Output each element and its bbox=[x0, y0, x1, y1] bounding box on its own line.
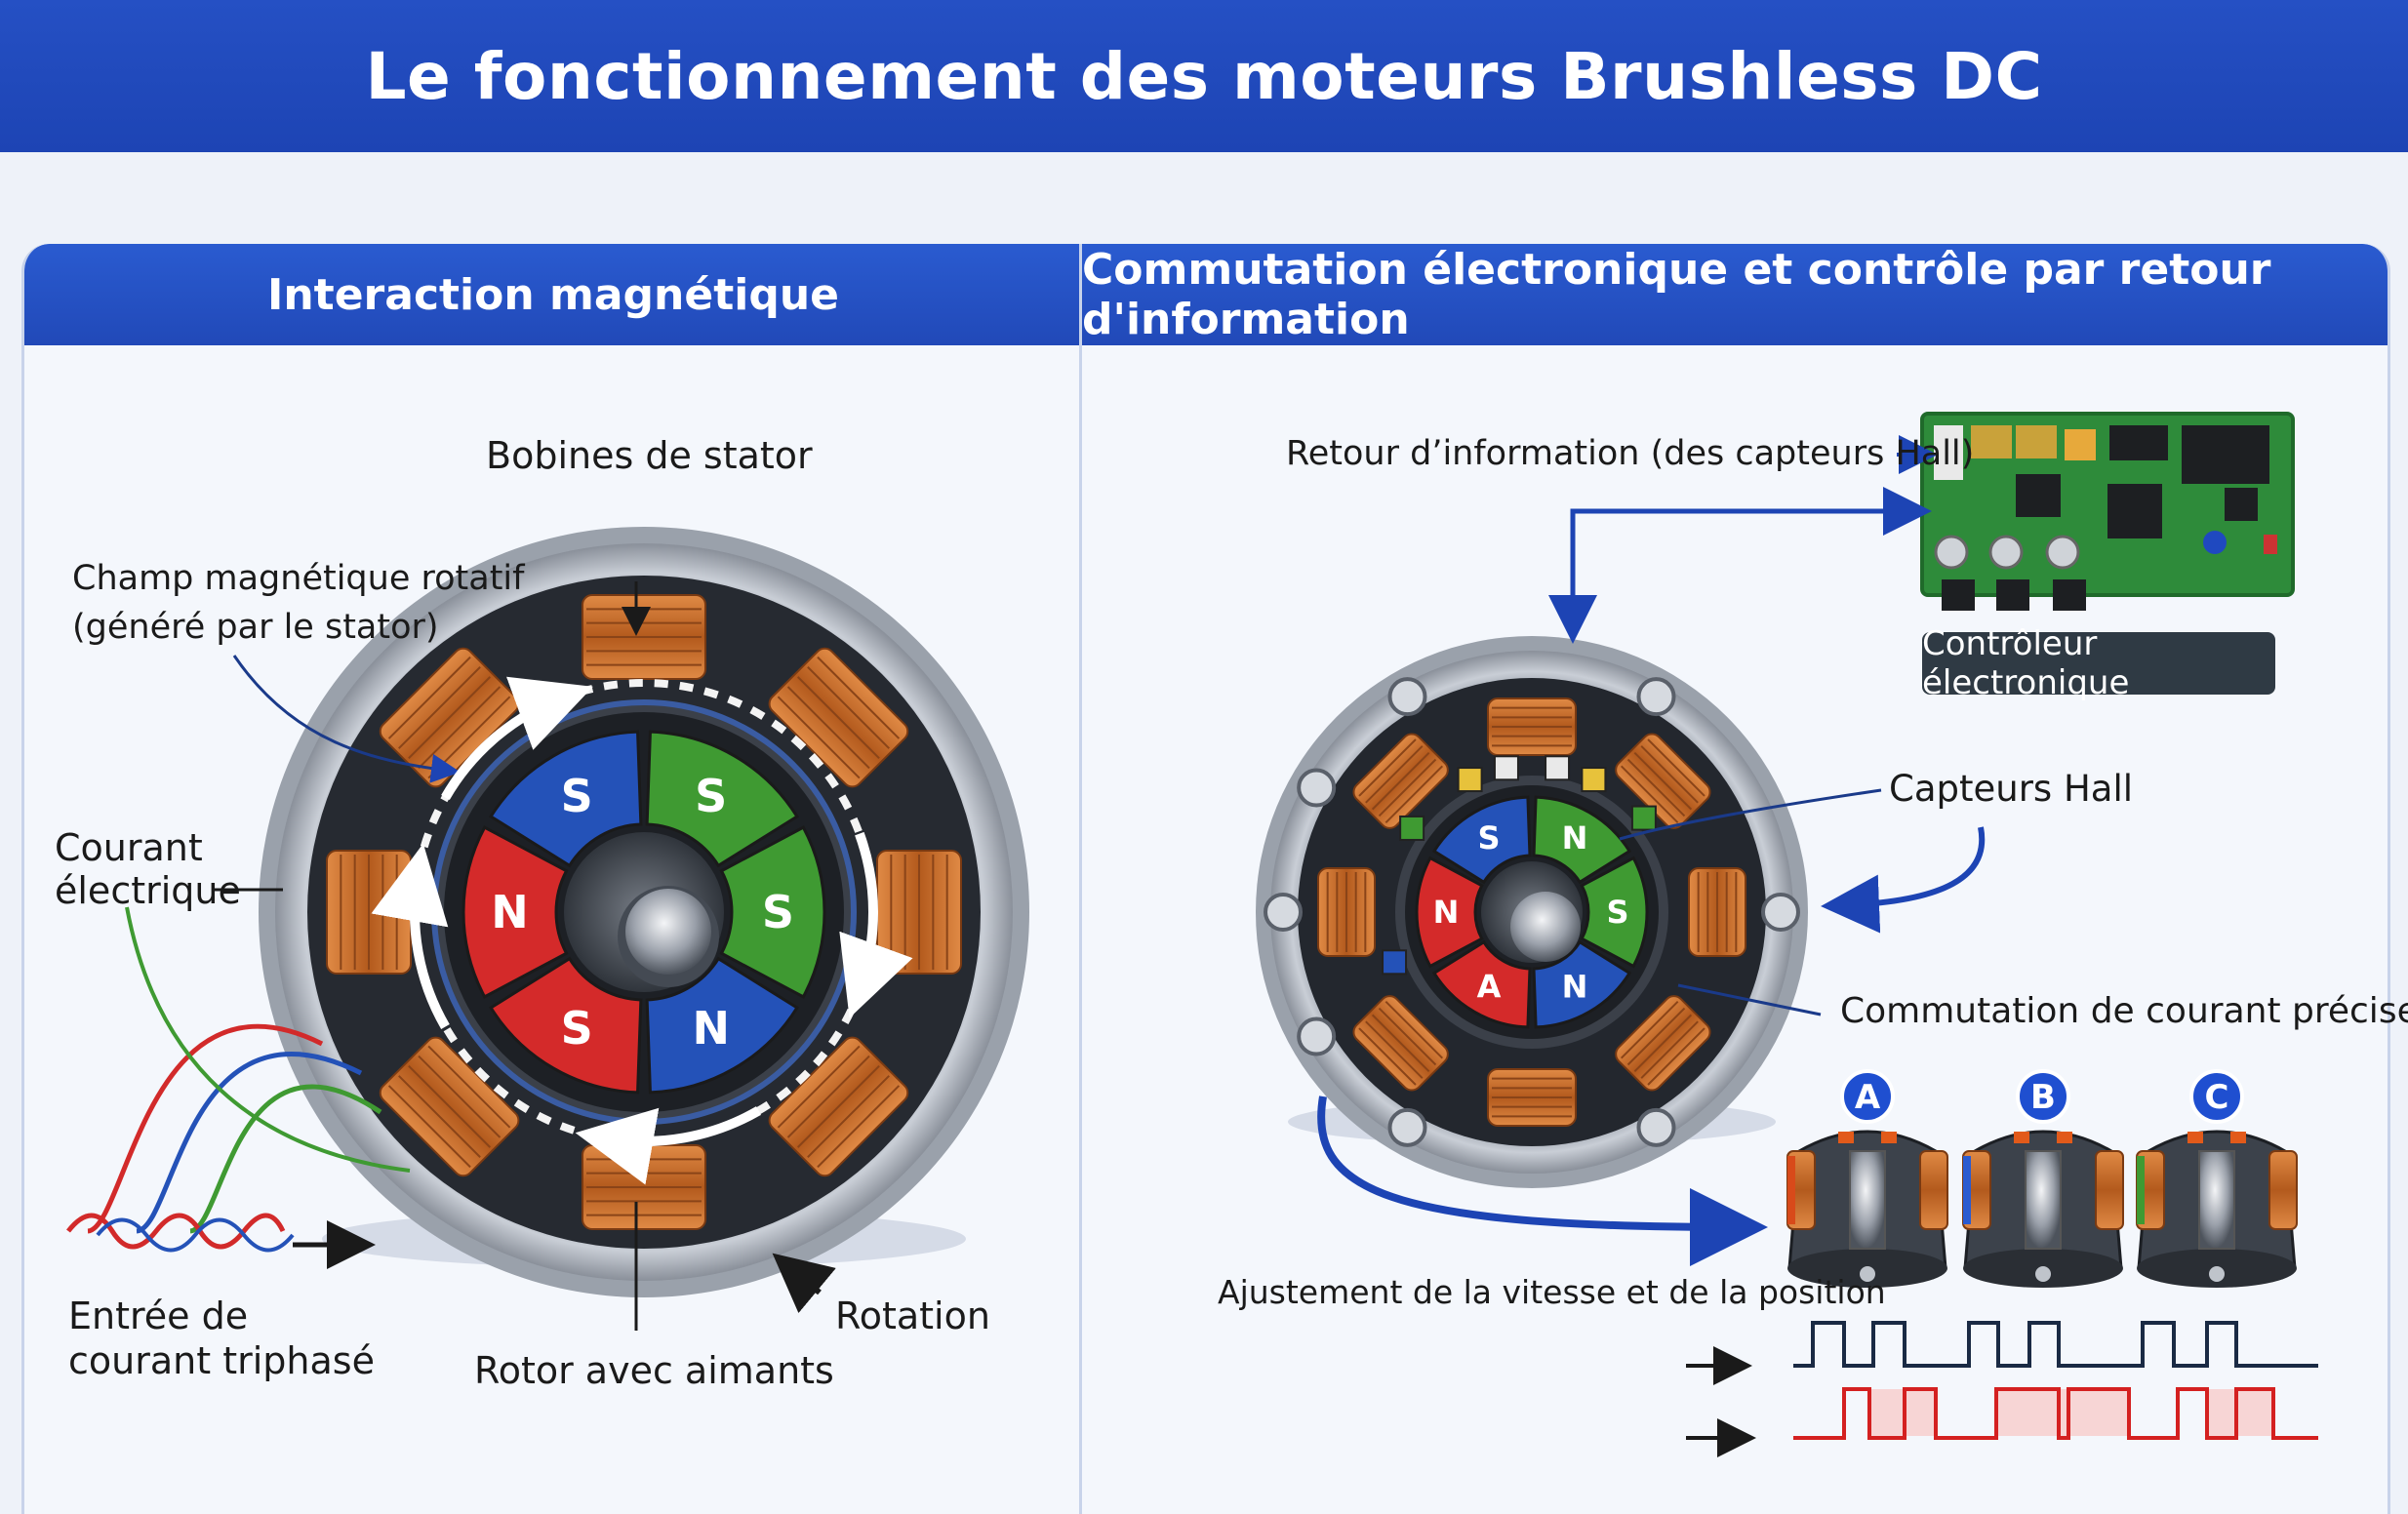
label-rotor: Rotor avec aimants bbox=[474, 1349, 834, 1392]
rotor-magnet-pole: N bbox=[1415, 856, 1484, 969]
rotor-magnet-pole: S bbox=[1580, 856, 1649, 969]
panel-heading-right: Commutation électronique et contrôle par… bbox=[1082, 244, 2388, 345]
hall-sensor-chip bbox=[1382, 949, 1408, 976]
stator-coil bbox=[1317, 867, 1376, 957]
rotor-magnet-pole: S bbox=[719, 825, 826, 999]
page-title: Le fonctionnement des moteurs Brushless … bbox=[365, 38, 2043, 114]
pole-letter: N bbox=[491, 886, 529, 938]
label-rotation: Rotation bbox=[835, 1295, 990, 1337]
stator-coil bbox=[1487, 1068, 1577, 1127]
stator-coil bbox=[1487, 697, 1577, 756]
bolt-icon bbox=[1264, 893, 1303, 932]
stator-coil bbox=[1688, 867, 1746, 957]
phase-unit-a: A bbox=[1786, 1069, 1948, 1288]
pcb-controller bbox=[1920, 412, 2295, 611]
pole-letter: S bbox=[1477, 819, 1500, 857]
bolt-icon bbox=[1297, 1016, 1337, 1056]
stator-coil bbox=[1352, 995, 1449, 1092]
rotor-magnet-pole: S bbox=[645, 730, 799, 868]
phase-badge bbox=[1840, 1069, 1895, 1124]
pole-letter: N bbox=[693, 1002, 731, 1055]
phase-unit-b: B bbox=[1962, 1069, 2124, 1288]
label-hall-sensors: Capteurs Hall bbox=[1889, 768, 2134, 810]
stator-coil bbox=[582, 1144, 706, 1230]
label-rotating-field: Champ magnétique rotatif bbox=[72, 559, 525, 598]
title-banner: Le fonctionnement des moteurs Brushless … bbox=[0, 0, 2408, 152]
signal-waves bbox=[1686, 1321, 2318, 1457]
panel-heading-left: Interaction magnétique bbox=[24, 244, 1082, 345]
pole-letter: S bbox=[561, 1002, 593, 1055]
hall-sensor-chip bbox=[1630, 805, 1657, 831]
pole-letter: N bbox=[1562, 968, 1588, 1005]
label-adjustment: Ajustement de la vitesse et de la positi… bbox=[1218, 1273, 1886, 1311]
hall-sensor-chip bbox=[1399, 815, 1425, 841]
stator-coil bbox=[1615, 995, 1711, 1092]
bolt-icon bbox=[1297, 768, 1337, 808]
stator-coil bbox=[1352, 733, 1449, 829]
feedback-loop-arrow bbox=[1548, 508, 1912, 644]
commutation-pointer bbox=[1677, 983, 1822, 1016]
stator-coil bbox=[379, 1036, 520, 1177]
pole-letter: A bbox=[1477, 968, 1502, 1005]
bolt-icon bbox=[1387, 1107, 1427, 1147]
stator-coil bbox=[582, 594, 706, 680]
bolt-icon bbox=[1636, 677, 1676, 717]
hall-sensor-chip bbox=[1493, 755, 1519, 781]
bolt-icon bbox=[1387, 677, 1427, 717]
pole-letter: S bbox=[695, 770, 727, 822]
rotation-arrow bbox=[772, 1253, 836, 1314]
phase-letter: C bbox=[2205, 1078, 2229, 1117]
rotor-magnet-pole: N bbox=[1532, 795, 1632, 885]
hall-pointer bbox=[1619, 788, 1882, 841]
label-current-2: électrique bbox=[55, 869, 241, 912]
phase-unit-c: C bbox=[2136, 1069, 2298, 1288]
field-rotation-arrows bbox=[371, 676, 913, 1185]
label-current: Courant bbox=[55, 826, 203, 869]
rotor-magnet-pole: A bbox=[1431, 939, 1532, 1029]
label-commutation: Commutation de courant précise bbox=[1840, 991, 2408, 1031]
rotor-magnet-pole: N bbox=[645, 956, 799, 1095]
phase-badge bbox=[2016, 1069, 2070, 1124]
phase-letter: A bbox=[1855, 1078, 1881, 1117]
bolt-icon bbox=[1761, 893, 1800, 932]
rotor-magnet-pole: S bbox=[489, 730, 643, 868]
bolt-icon bbox=[1636, 1107, 1676, 1147]
stator-coil bbox=[1615, 733, 1711, 829]
phase-letter: B bbox=[2030, 1078, 2056, 1117]
label-feedback: Retour d’information (des capteurs Hall) bbox=[1286, 434, 1975, 473]
pole-letter: N bbox=[1433, 894, 1460, 931]
hall-curve-arrow bbox=[1821, 826, 1986, 934]
rotor-magnet-pole: N bbox=[1532, 939, 1632, 1029]
left-motor: S N S S S N bbox=[259, 527, 1029, 1297]
label-three-phase-input: Entrée de bbox=[68, 1295, 249, 1337]
stator-coil bbox=[876, 850, 962, 975]
adjustment-arrow bbox=[1317, 1096, 1768, 1266]
hall-sensor-chip bbox=[1457, 767, 1483, 793]
label-rotating-field-sub: (généré par le stator) bbox=[72, 608, 439, 647]
stator-coil bbox=[768, 647, 909, 788]
label-three-phase-input-2: courant triphasé bbox=[68, 1339, 375, 1382]
rotor-magnet-pole: S bbox=[489, 956, 643, 1095]
label-stator-coils: Bobines de stator bbox=[486, 434, 813, 477]
hall-sensor-chip bbox=[1581, 767, 1607, 793]
stator-coil bbox=[326, 850, 412, 975]
pole-letter: S bbox=[762, 886, 794, 938]
phase-badge bbox=[2189, 1069, 2244, 1124]
hall-sensor-chip bbox=[1545, 755, 1571, 781]
pole-letter: S bbox=[1606, 894, 1628, 931]
pole-letter: S bbox=[561, 770, 593, 822]
rotor-magnet-pole: S bbox=[1431, 795, 1532, 885]
rotor-magnet-pole: N bbox=[462, 825, 569, 999]
field-pointer bbox=[232, 655, 461, 783]
three-phase-wires bbox=[66, 906, 411, 1269]
controller-badge: Contrôleur électronique bbox=[1922, 624, 2275, 702]
pole-letter: N bbox=[1562, 819, 1588, 857]
